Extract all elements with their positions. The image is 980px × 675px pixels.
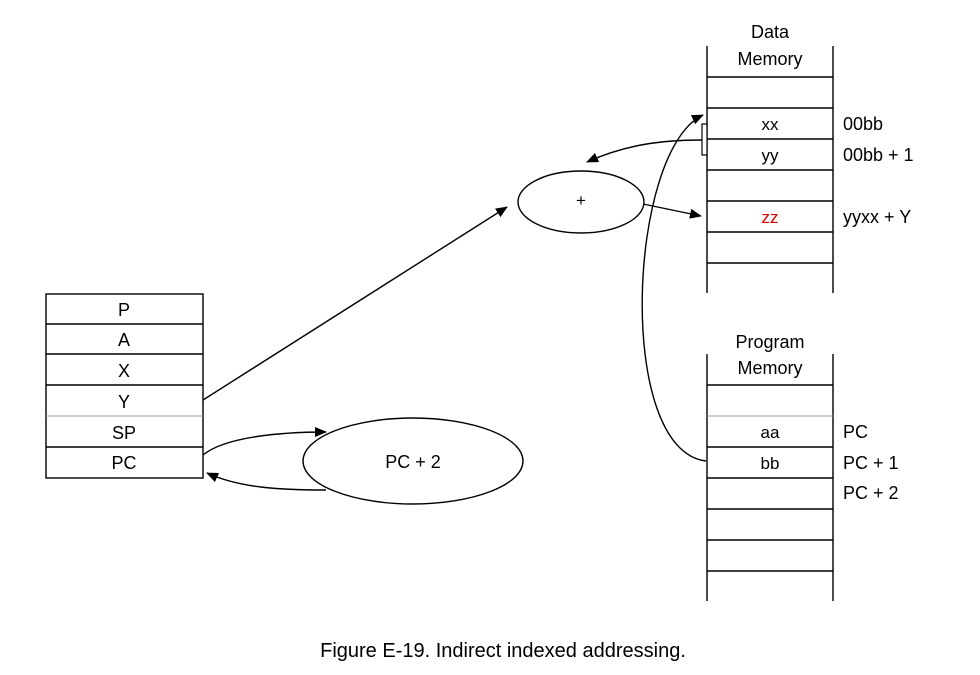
pointer-bracket <box>701 123 708 156</box>
pc-increment-label: PC + 2 <box>385 452 441 472</box>
program-memory-title-line1: Program <box>735 332 804 352</box>
program-address-pc: PC <box>843 422 868 442</box>
data-memory: Data Memory xx yy zz 00bb 00bb + 1 yyxx … <box>706 22 914 293</box>
arrow-pointer-to-adder <box>586 139 704 163</box>
register-stack: P A X Y SP PC <box>45 293 204 479</box>
data-cell-zz: zz <box>762 208 779 227</box>
adder-label: + <box>576 191 586 210</box>
program-address-pc-plus-2: PC + 2 <box>843 483 899 503</box>
register-p: P <box>118 300 130 320</box>
program-memory-title-line2: Memory <box>737 358 802 378</box>
adder: + <box>517 170 645 234</box>
figure-caption: Figure E-19. Indirect indexed addressing… <box>320 640 686 662</box>
data-memory-title-line2: Memory <box>737 49 802 69</box>
data-address-00bb-plus-1: 00bb + 1 <box>843 145 914 165</box>
register-pc: PC <box>111 453 136 473</box>
data-cell-xx: xx <box>762 115 780 134</box>
program-cell-aa: aa <box>761 423 780 442</box>
register-sp: SP <box>112 423 136 443</box>
arrow-pc-to-increment <box>202 427 327 456</box>
data-cell-yy: yy <box>762 146 780 165</box>
arrow-increment-to-pc <box>206 472 327 491</box>
program-address-pc-plus-1: PC + 1 <box>843 453 899 473</box>
data-memory-title-line1: Data <box>751 22 790 42</box>
register-y: Y <box>118 392 130 412</box>
program-memory: Program Memory aa bb PC PC + 1 PC + 2 <box>706 332 899 601</box>
data-address-00bb: 00bb <box>843 114 883 134</box>
register-a: A <box>118 330 130 350</box>
data-address-yyxx-plus-y: yyxx + Y <box>843 207 911 227</box>
register-x: X <box>118 361 130 381</box>
arrow-y-to-adder <box>202 206 508 401</box>
arrow-bb-to-xx <box>641 114 707 462</box>
pc-increment: PC + 2 <box>302 417 524 505</box>
program-cell-bb: bb <box>761 454 780 473</box>
